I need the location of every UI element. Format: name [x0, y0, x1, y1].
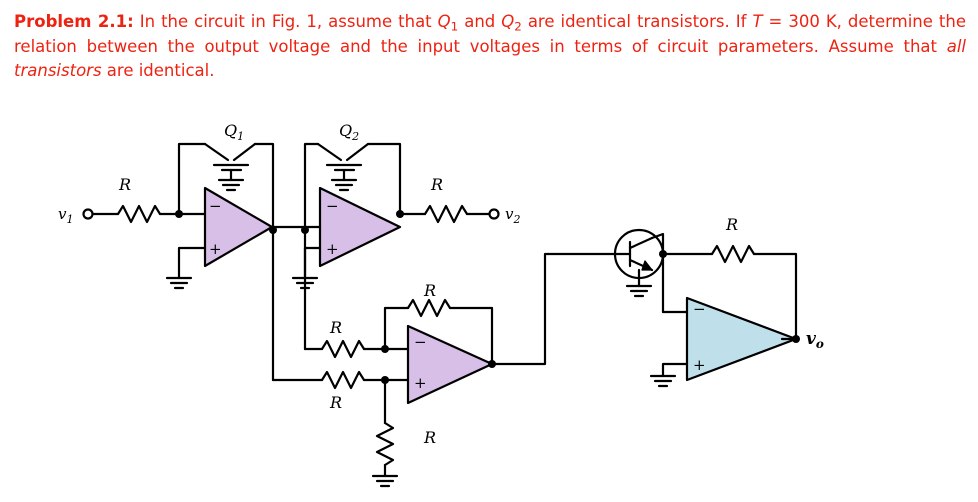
transistor-q2	[303, 142, 402, 232]
q2-subscript: 2	[514, 19, 522, 34]
opamp1-plus: +	[209, 240, 222, 258]
opamp3-minus: −	[414, 333, 427, 351]
opamp4-minus: −	[693, 300, 706, 318]
label-r-input3b: R	[329, 393, 342, 412]
problem-line1b: are identical transistors. If	[521, 12, 753, 31]
input-v1-branch	[82, 204, 207, 224]
output-v2-branch	[423, 204, 500, 224]
q1-subscript: 1	[450, 19, 459, 34]
transistor-q1	[177, 142, 275, 232]
opamp3-input-network	[271, 228, 494, 488]
label-r-output2: R	[430, 175, 443, 194]
problem-tail: are identical.	[101, 60, 215, 80]
transistor-q3	[613, 228, 689, 314]
label-vo: vo	[806, 329, 824, 351]
opamp2-plus: +	[326, 240, 339, 258]
opamp3-plus: +	[414, 374, 427, 392]
temperature-symbol: T	[752, 12, 763, 31]
opamp4-feedback	[661, 244, 798, 340]
label-v1: v1	[58, 205, 73, 226]
opamp-2	[291, 186, 427, 290]
label-q2: Q2	[339, 121, 359, 143]
circuit-labels: Q1 Q2 v1 v2 vo R R R R R R R − + − + − +…	[58, 121, 824, 447]
label-r-feedback3: R	[423, 281, 436, 300]
circuit-diagram: Q1 Q2 v1 v2 vo R R R R R R R − + − + − +…	[58, 121, 824, 488]
problem-line1a: In the circuit in Fig. 1, assume that	[133, 12, 438, 31]
problem-label: Problem 2.1:	[14, 12, 134, 31]
emphasis-all-transistors: all transistors	[14, 37, 966, 80]
opamp2-minus: −	[326, 197, 339, 215]
label-r-feedback4: R	[725, 215, 738, 234]
problem-statement: Problem 2.1: In the circuit in Fig. 1, a…	[14, 10, 966, 82]
label-q1: Q1	[224, 121, 244, 143]
label-r-ground3: R	[423, 428, 436, 447]
opamp1-minus: −	[209, 197, 222, 215]
q1-symbol: Q	[437, 12, 451, 31]
label-v2: v2	[505, 205, 520, 226]
opamp-3	[406, 252, 617, 405]
opamp-4	[649, 296, 800, 388]
problem-temperature: = 300 K, determine the relation between …	[14, 12, 966, 57]
opamp4-plus: +	[693, 356, 706, 374]
q2-symbol: Q	[501, 12, 515, 31]
label-r-input1: R	[118, 175, 131, 194]
label-r-input3a: R	[329, 318, 342, 337]
opamp-1	[165, 186, 307, 290]
conjunction-and: and	[458, 12, 502, 31]
